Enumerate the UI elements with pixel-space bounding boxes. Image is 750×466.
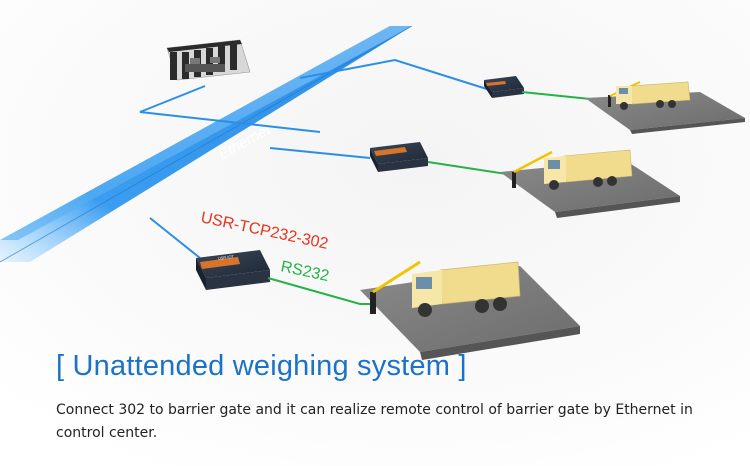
truck-bottom	[412, 261, 521, 317]
device-bottom	[196, 250, 270, 290]
device-middle	[370, 142, 428, 172]
ethernet-bus	[0, 25, 413, 263]
ethernet-cables	[139, 58, 491, 259]
caption-description: Connect 302 to barrier gate and it can r…	[56, 402, 693, 441]
barrier-gate-bottom	[370, 260, 421, 314]
barrier-gate-middle	[512, 150, 553, 188]
truck-top	[616, 81, 691, 110]
device-top	[484, 76, 524, 98]
caption-title: [ Unattended weighing system ]	[56, 350, 467, 382]
truck-middle	[544, 149, 633, 190]
device-brand: USR IOT	[217, 254, 234, 261]
control-center-icon	[166, 39, 251, 81]
